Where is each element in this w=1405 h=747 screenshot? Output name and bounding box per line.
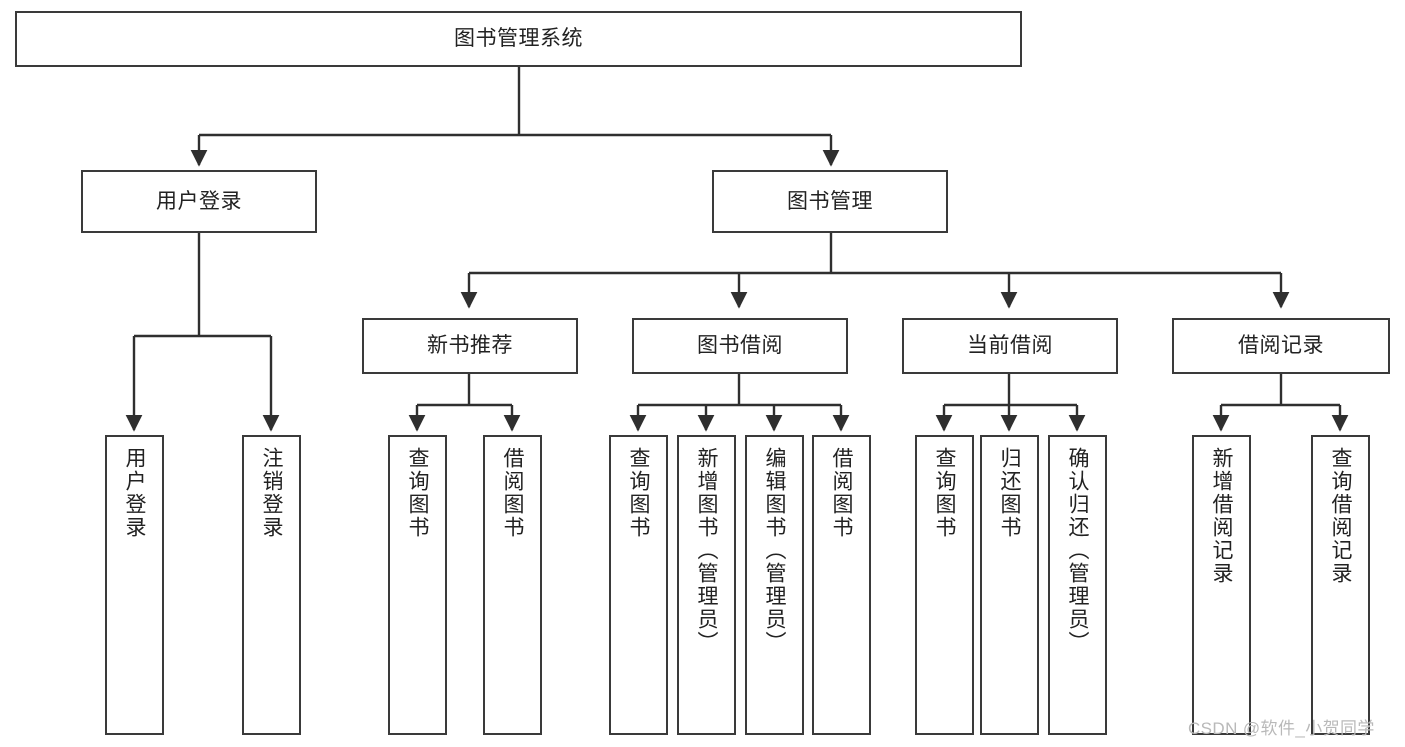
- node-root[interactable]: 图书管理系统: [15, 11, 1022, 67]
- node-leaf-query-book-3[interactable]: 查询图书: [915, 435, 974, 735]
- node-root-label: 图书管理系统: [454, 27, 583, 51]
- node-leaf-add-book-label: 新增图书（管理员）: [695, 447, 718, 654]
- node-leaf-confirm-return[interactable]: 确认归还（管理员）: [1048, 435, 1107, 735]
- node-user-login-label: 用户登录: [156, 189, 242, 213]
- node-leaf-query-book-1[interactable]: 查询图书: [388, 435, 447, 735]
- node-leaf-query-record[interactable]: 查询借阅记录: [1311, 435, 1370, 735]
- node-book-borrow-label: 图书借阅: [697, 334, 783, 358]
- node-leaf-user-login[interactable]: 用户登录: [105, 435, 164, 735]
- node-leaf-query-book-3-label: 查询图书: [933, 447, 956, 539]
- node-current-borrow-label: 当前借阅: [967, 334, 1053, 358]
- node-user-login[interactable]: 用户登录: [81, 170, 317, 233]
- node-leaf-query-record-label: 查询借阅记录: [1329, 447, 1352, 585]
- node-leaf-edit-book[interactable]: 编辑图书（管理员）: [745, 435, 804, 735]
- node-leaf-user-login-label: 用户登录: [123, 447, 146, 539]
- node-leaf-return-book-label: 归还图书: [998, 447, 1021, 539]
- node-book-borrow[interactable]: 图书借阅: [632, 318, 848, 374]
- node-new-book-recommend-label: 新书推荐: [427, 334, 513, 358]
- node-current-borrow[interactable]: 当前借阅: [902, 318, 1118, 374]
- node-leaf-edit-book-label: 编辑图书（管理员）: [763, 447, 786, 654]
- node-leaf-query-book-2[interactable]: 查询图书: [609, 435, 668, 735]
- node-leaf-borrow-book-1-label: 借阅图书: [501, 447, 524, 539]
- node-leaf-query-book-2-label: 查询图书: [627, 447, 650, 539]
- node-leaf-return-book[interactable]: 归还图书: [980, 435, 1039, 735]
- node-leaf-add-book[interactable]: 新增图书（管理员）: [677, 435, 736, 735]
- node-leaf-logout-login[interactable]: 注销登录: [242, 435, 301, 735]
- node-leaf-borrow-book-1[interactable]: 借阅图书: [483, 435, 542, 735]
- node-leaf-query-book-1-label: 查询图书: [406, 447, 429, 539]
- node-leaf-add-record-label: 新增借阅记录: [1210, 447, 1233, 585]
- node-book-management-label: 图书管理: [787, 189, 873, 213]
- node-leaf-borrow-book-2-label: 借阅图书: [830, 447, 853, 539]
- node-leaf-confirm-return-label: 确认归还（管理员）: [1066, 447, 1089, 654]
- node-leaf-add-record[interactable]: 新增借阅记录: [1192, 435, 1251, 735]
- node-new-book-recommend[interactable]: 新书推荐: [362, 318, 578, 374]
- node-borrow-record-label: 借阅记录: [1238, 334, 1324, 358]
- node-book-management[interactable]: 图书管理: [712, 170, 948, 233]
- node-leaf-borrow-book-2[interactable]: 借阅图书: [812, 435, 871, 735]
- node-leaf-logout-login-label: 注销登录: [260, 447, 283, 539]
- watermark: CSDN @软件_小贺同学: [1188, 719, 1375, 738]
- node-borrow-record[interactable]: 借阅记录: [1172, 318, 1390, 374]
